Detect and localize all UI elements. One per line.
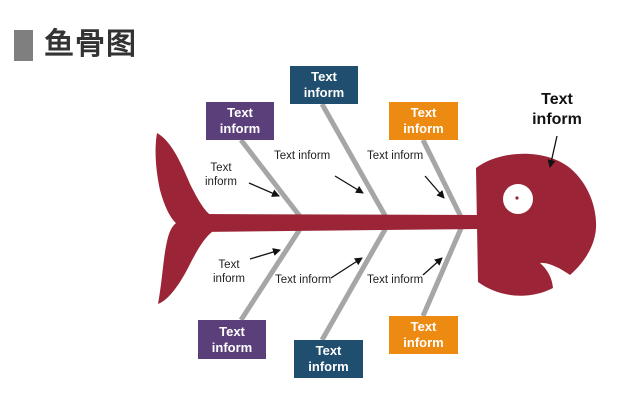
title-bar-decoration: [14, 30, 33, 61]
fish-head: [476, 153, 597, 296]
bone-lower-1: [238, 224, 305, 322]
arrow-upper-2: [334, 175, 364, 194]
subcause-label-lower-3: Text inform: [367, 274, 424, 286]
subcause-label-upper-1: Text inform: [205, 162, 237, 188]
fish-tail: [155, 133, 212, 304]
fish-spine: [197, 214, 480, 232]
page-title: 鱼骨图: [44, 27, 137, 62]
arrows: [248, 135, 558, 279]
subcause-label-upper-2: Text inform: [274, 150, 331, 162]
bone-upper-3: [420, 138, 465, 221]
bone-lower-2: [319, 224, 390, 342]
head-label: Text inform: [532, 91, 582, 128]
bones: [238, 102, 465, 342]
bone-upper-1: [239, 138, 304, 221]
arrow-lower-1: [249, 248, 281, 260]
bone-lower-3: [420, 225, 465, 317]
bone-upper-2: [319, 102, 390, 221]
arrow-upper-3: [424, 175, 445, 199]
arrow-head-label: [547, 135, 558, 168]
fish: [155, 133, 597, 304]
subcause-label-upper-3: Text inform: [367, 150, 424, 162]
subcause-label-lower-2: Text inform: [275, 274, 332, 286]
fish-eye: [503, 184, 533, 214]
subcause-label-lower-1: Text inform: [213, 259, 245, 285]
arrow-lower-2: [330, 257, 363, 279]
arrow-upper-1: [248, 182, 280, 197]
arrow-lower-3: [422, 257, 443, 276]
